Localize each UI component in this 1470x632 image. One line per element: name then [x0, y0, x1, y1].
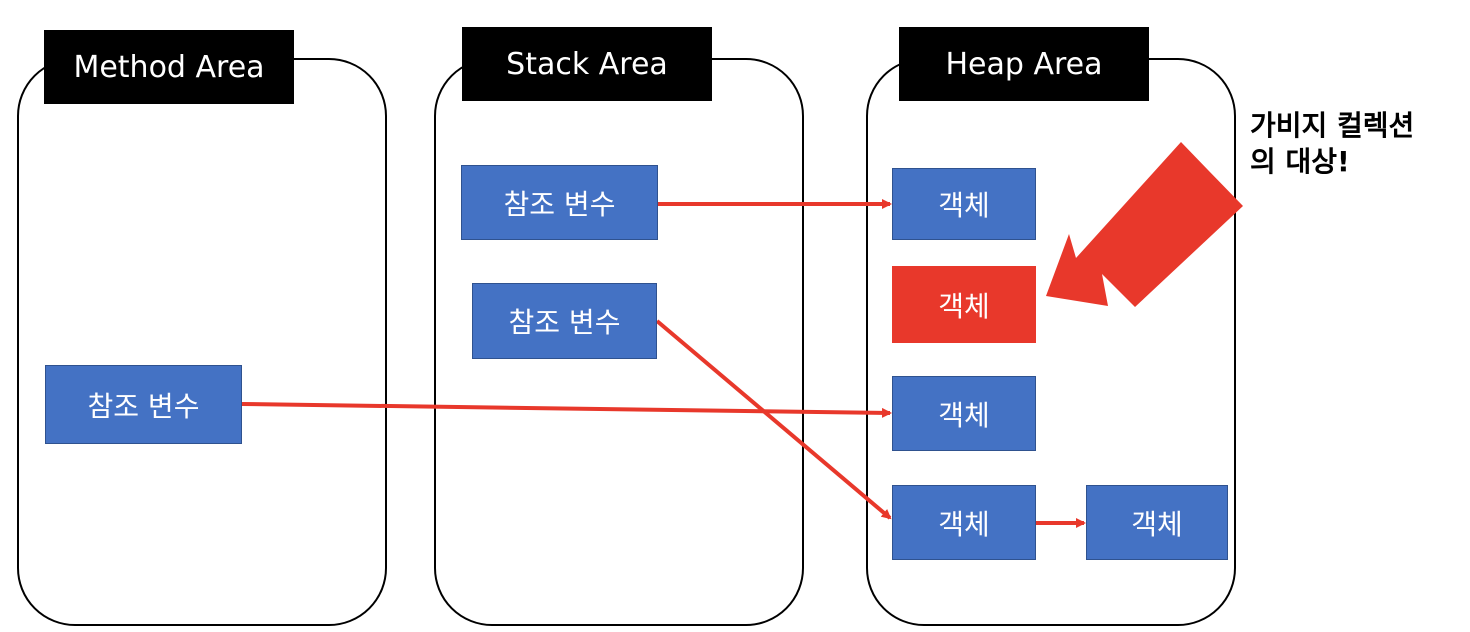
- heap-area-label: Heap Area: [899, 27, 1149, 101]
- heap-object-4: 객체: [892, 485, 1036, 560]
- arrow-stack-ref2-to-obj4: [655, 319, 892, 520]
- method-area-label: Method Area: [44, 30, 294, 104]
- heap-object-5: 객체: [1086, 485, 1228, 560]
- arrow-method-ref-to-obj3: [241, 402, 892, 418]
- method-reference-variable: 참조 변수: [45, 365, 242, 444]
- annotation-line-1: 가비지 컬렉션: [1250, 109, 1415, 142]
- heap-object-1: 객체: [892, 168, 1036, 240]
- stack-reference-variable-2: 참조 변수: [472, 283, 657, 359]
- stack-area-label: Stack Area: [462, 27, 712, 101]
- heap-object-garbage: 객체: [892, 266, 1036, 343]
- heap-object-3: 객체: [892, 376, 1036, 451]
- annotation-line-2: 의 대상!: [1250, 145, 1350, 178]
- garbage-collection-annotation: 가비지 컬렉션 의 대상!: [1250, 108, 1470, 180]
- garbage-pointer-arrow-shape: [1046, 142, 1243, 307]
- stack-reference-variable-1: 참조 변수: [461, 165, 658, 240]
